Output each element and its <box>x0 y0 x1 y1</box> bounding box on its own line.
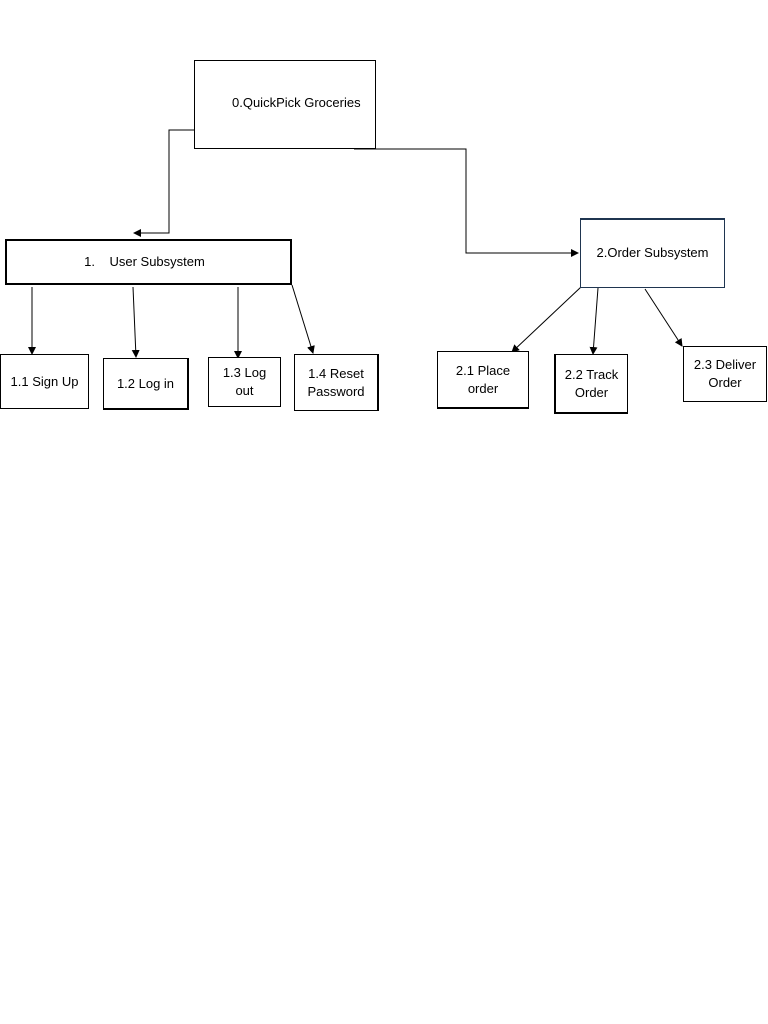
order-subsystem-label: 2.Order Subsystem <box>596 244 709 260</box>
log-in-node: 1.2 Log in <box>103 358 189 410</box>
connector-order-to-track-order <box>589 287 599 355</box>
root-node-label: 0.QuickPick Groceries <box>232 94 361 110</box>
reset-password-label: 1.4 Reset Password <box>307 365 365 399</box>
connector-user-to-reset-password <box>291 284 315 354</box>
root-node-quickpick-groceries: 0.QuickPick Groceries <box>194 60 376 149</box>
sign-up-node: 1.1 Sign Up <box>0 354 89 409</box>
track-order-node: 2.2 Track Order <box>554 354 628 414</box>
order-subsystem-node: 2.Order Subsystem <box>580 218 725 288</box>
reset-password-node: 1.4 Reset Password <box>294 354 379 411</box>
connector-order-to-deliver-order <box>644 288 683 347</box>
log-out-node: 1.3 Log out <box>208 357 281 407</box>
user-subsystem-label: 1. User Subsystem <box>84 254 205 269</box>
log-out-label: 1.3 Log out <box>222 365 267 398</box>
user-subsystem-node: 1. User Subsystem <box>5 239 292 285</box>
log-in-label: 1.2 Log in <box>116 375 175 391</box>
sign-up-label: 1.1 Sign Up <box>10 373 79 389</box>
connector-order-to-place-order <box>511 286 582 353</box>
place-order-label: 2.1 Place order <box>455 362 511 396</box>
place-order-node: 2.1 Place order <box>437 351 529 409</box>
connector-user-to-log-in <box>131 286 140 358</box>
track-order-label: 2.2 Track Order <box>564 366 619 400</box>
deliver-order-label: 2.3 Deliver Order <box>693 357 757 390</box>
connector-root-to-order-subsystem <box>354 148 579 257</box>
deliver-order-node: 2.3 Deliver Order <box>683 346 767 402</box>
connector-root-to-user-subsystem <box>133 129 206 237</box>
